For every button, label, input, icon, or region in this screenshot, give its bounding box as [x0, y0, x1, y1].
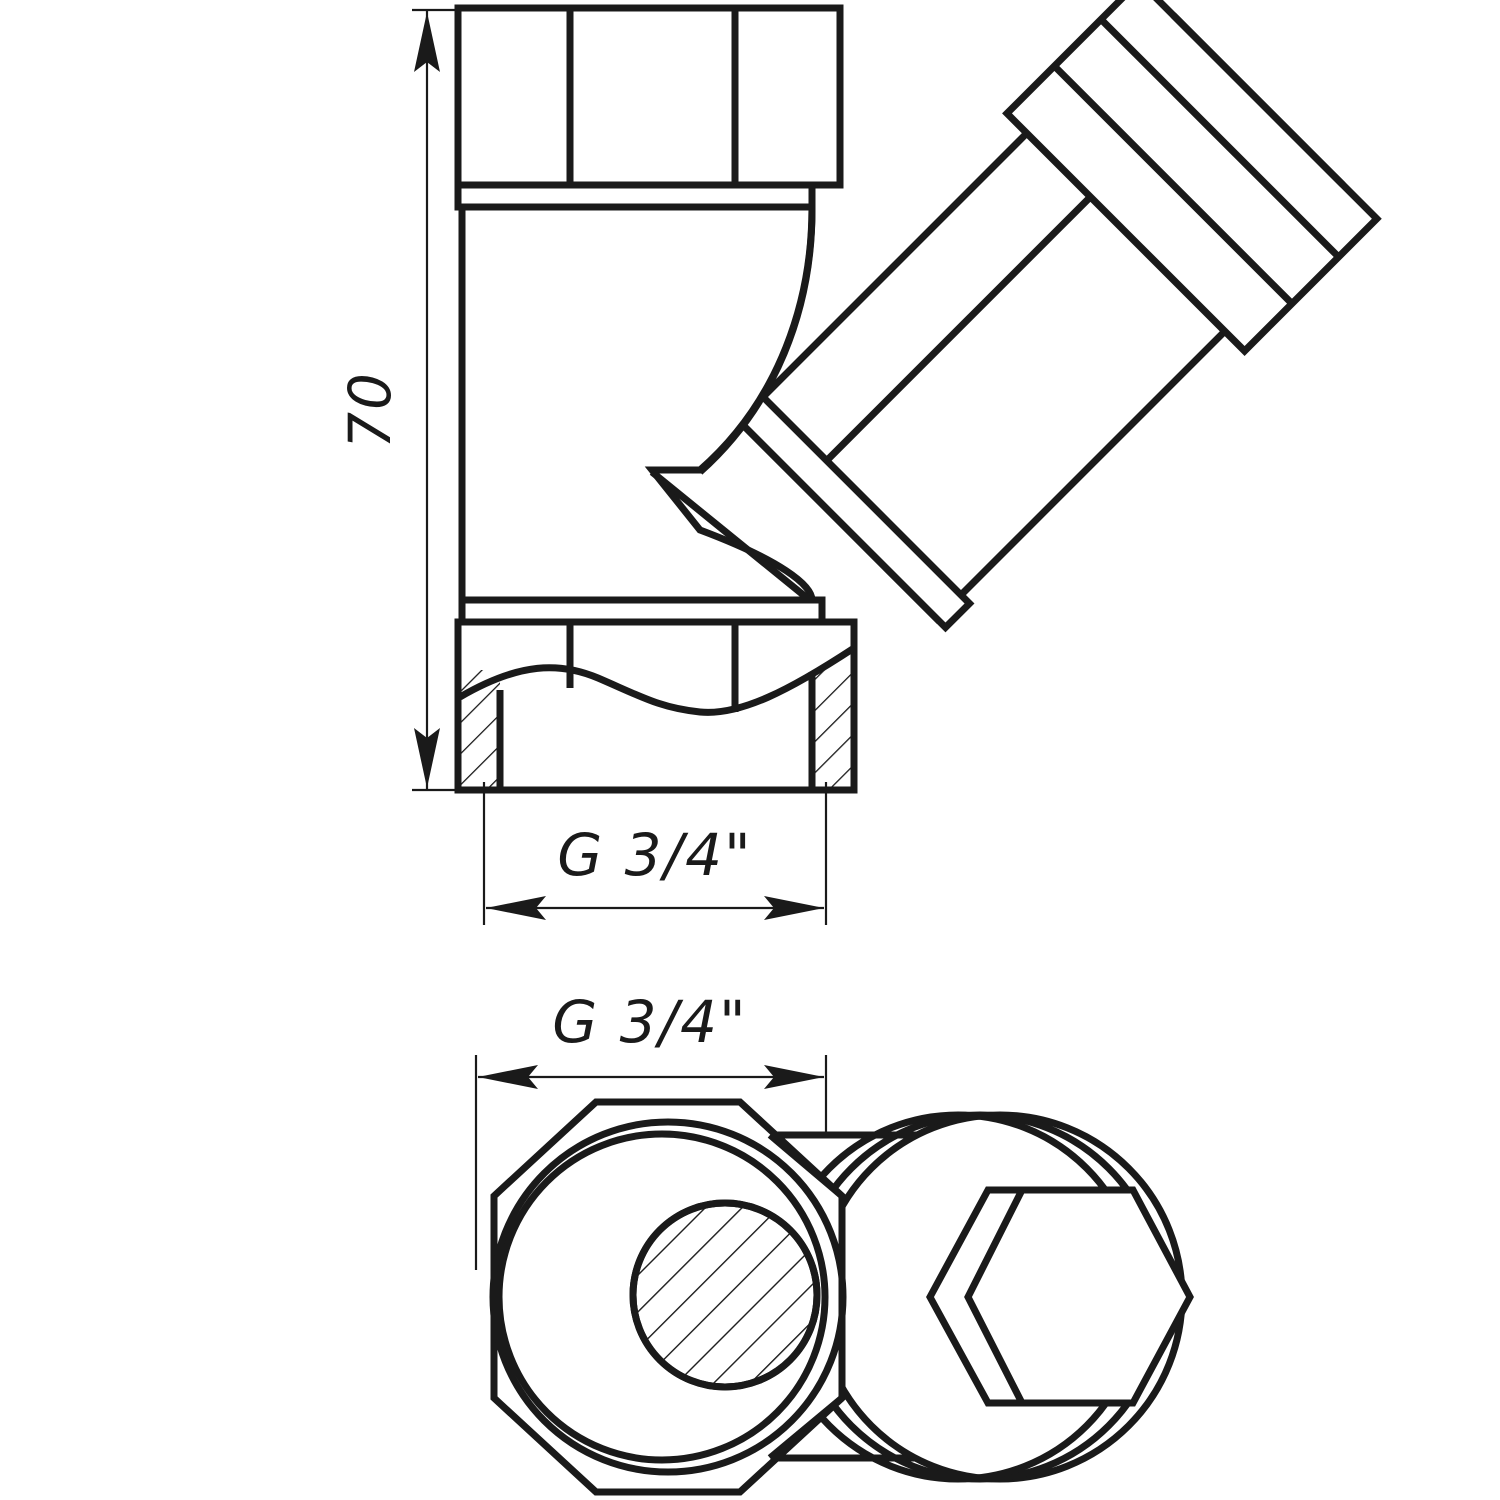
top-hex-head — [454, 4, 844, 189]
dimension-label-height: 70 — [336, 371, 404, 449]
top-view-body-circle-inner — [495, 1130, 829, 1464]
branch-throat-curve — [697, 209, 816, 475]
top-view-connector-edge-top — [767, 1132, 845, 1199]
branch-cap-chamfer — [1170, 12, 1346, 188]
dimension-thread-top: G 3/4" — [474, 988, 828, 1270]
branch-hex-cap — [1002, 0, 1382, 356]
branch-hex-division-1 — [1051, 63, 1295, 307]
top-view-body-circle-outer — [489, 1118, 847, 1476]
bottom-right-section-hatch — [812, 670, 854, 792]
branch-hex-division-2 — [1098, 16, 1342, 260]
dim-arrow-up — [414, 12, 440, 72]
front-view-group — [454, 0, 1382, 794]
dimension-label-thread-front: G 3/4" — [557, 821, 752, 889]
dimension-thread-front: G 3/4" — [482, 782, 828, 925]
bottom-left-section-hatch — [458, 670, 500, 792]
top-view-bore-circle-edge — [629, 1199, 821, 1391]
branch-throat-lower-edge — [649, 469, 815, 605]
dim-arrow-right-front — [764, 896, 824, 920]
top-view-bore-hatch — [633, 1203, 817, 1387]
dim-arrow-left-top — [478, 1065, 538, 1089]
branch-barrel-division — [824, 194, 1093, 464]
dimension-height-70: 70 — [336, 8, 470, 792]
angled-branch-group — [725, 0, 1382, 633]
dim-arrow-down — [414, 728, 440, 788]
dim-arrow-right-top — [764, 1065, 824, 1089]
dim-arrow-left-front — [486, 896, 546, 920]
top-view-hex-inner-edge — [964, 1188, 1026, 1405]
break-line-wavy — [458, 645, 856, 716]
top-view-connector-edge-bottom — [767, 1395, 845, 1461]
dimension-label-thread-top: G 3/4" — [552, 988, 747, 1056]
top-view-group — [489, 1098, 1194, 1496]
